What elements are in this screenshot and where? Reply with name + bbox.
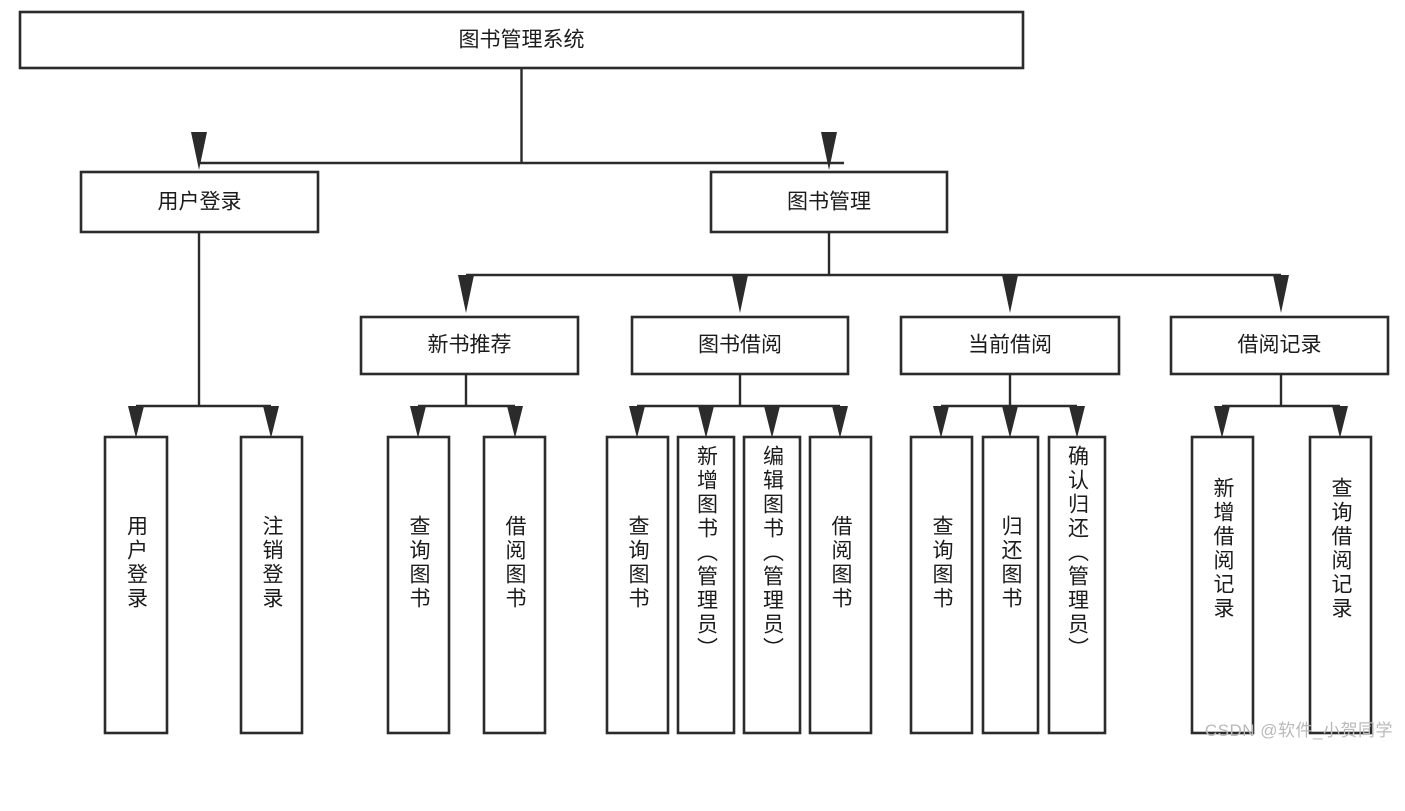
connector-group-user-login: [128, 232, 279, 438]
arrow-head-current-borrow: [1002, 275, 1018, 313]
arrow-head-leaf-edit-book: [764, 406, 780, 438]
arrow-head-leaf-add-book: [698, 406, 714, 438]
arrow-head-book-manage: [821, 132, 837, 170]
node-root-label: 图书管理系统: [459, 29, 585, 52]
node-book-borrow[interactable]: 图书借阅: [630, 315, 850, 376]
node-leaf-edit-book-box[interactable]: [742, 435, 802, 735]
arrow-head-leaf-add-record: [1214, 406, 1230, 438]
node-book-borrow-label: 图书借阅: [698, 334, 782, 357]
arrow-head-book-borrow: [732, 275, 748, 313]
node-leaf-add-record-box[interactable]: [1190, 435, 1255, 735]
arrow-head-leaf-user-logout: [263, 406, 279, 438]
arrow-head-leaf-return-book: [1002, 406, 1018, 438]
node-current-borrow-label: 当前借阅: [968, 334, 1052, 357]
node-user-login[interactable]: 用户登录: [79, 170, 320, 234]
node-book-manage[interactable]: 图书管理: [709, 170, 949, 234]
node-new-book-recommend[interactable]: 新书推荐: [359, 315, 580, 376]
node-book-manage-label: 图书管理: [787, 191, 871, 214]
csdn-watermark: CSDN @软件_小贺同学: [1204, 721, 1393, 740]
node-borrow-record-label: 借阅记录: [1238, 334, 1322, 357]
arrow-head-user-login: [191, 132, 207, 170]
node-new-book-recommend-box[interactable]: [359, 315, 580, 376]
node-root-box[interactable]: [18, 10, 1025, 70]
node-leaf-query-book-3-box[interactable]: [909, 435, 974, 735]
connector-group-book-borrow: [629, 374, 848, 438]
arrow-head-leaf-query-book-1: [410, 406, 426, 438]
arrow-head-leaf-query-book-2: [629, 406, 645, 438]
node-leaf-borrow-book-2-box[interactable]: [808, 435, 873, 735]
node-borrow-record[interactable]: 借阅记录: [1169, 315, 1390, 376]
node-user-login-label: 用户登录: [158, 191, 242, 214]
node-leaf-query-record-box[interactable]: [1308, 435, 1373, 735]
node-leaf-borrow-book-1-box[interactable]: [482, 435, 547, 735]
node-leaf-user-login-box[interactable]: [103, 435, 169, 735]
arrow-head-leaf-query-book-3: [933, 406, 949, 438]
arrow-head-new-book-recommend: [458, 275, 474, 313]
node-root[interactable]: 图书管理系统: [18, 10, 1025, 70]
node-leaf-add-book-box[interactable]: [676, 435, 736, 735]
node-book-borrow-box[interactable]: [630, 315, 850, 376]
node-leaf-query-book-1-box[interactable]: [386, 435, 451, 735]
node-leaf-user-logout-box[interactable]: [239, 435, 304, 735]
node-current-borrow[interactable]: 当前借阅: [899, 315, 1121, 376]
connector-group-book-manage: [458, 232, 1289, 313]
node-leaf-confirm-return-box[interactable]: [1047, 435, 1107, 735]
connector-group-root: [191, 68, 844, 170]
node-current-borrow-box[interactable]: [899, 315, 1121, 376]
connector-group-borrow-record: [1214, 374, 1348, 438]
node-book-manage-box[interactable]: [709, 170, 949, 234]
arrow-head-leaf-confirm-return: [1069, 406, 1085, 438]
node-user-login-box[interactable]: [79, 170, 320, 234]
arrow-head-leaf-user-login: [128, 406, 144, 438]
node-leaf-query-book-2-box[interactable]: [605, 435, 670, 735]
flowchart-svg: 图书管理系统 用户登录 图书管理 新书推荐 图书借阅 当前借阅 借阅记录: [18, 10, 1390, 735]
arrow-head-leaf-borrow-book-1: [507, 406, 523, 438]
node-borrow-record-box[interactable]: [1169, 315, 1390, 376]
connector-group-current-borrow: [933, 374, 1085, 438]
arrow-head-leaf-borrow-book-2: [832, 406, 848, 438]
arrow-head-leaf-query-record: [1332, 406, 1348, 438]
node-leaf-return-book-box[interactable]: [981, 435, 1040, 735]
leaf-boxes: [103, 435, 1373, 735]
node-new-book-recommend-label: 新书推荐: [428, 334, 512, 357]
arrow-head-borrow-record: [1273, 275, 1289, 313]
connector-group-new-book-recommend: [410, 374, 523, 438]
diagram-canvas: 图书管理系统 用户登录 图书管理 新书推荐 图书借阅 当前借阅 借阅记录: [18, 10, 1393, 740]
